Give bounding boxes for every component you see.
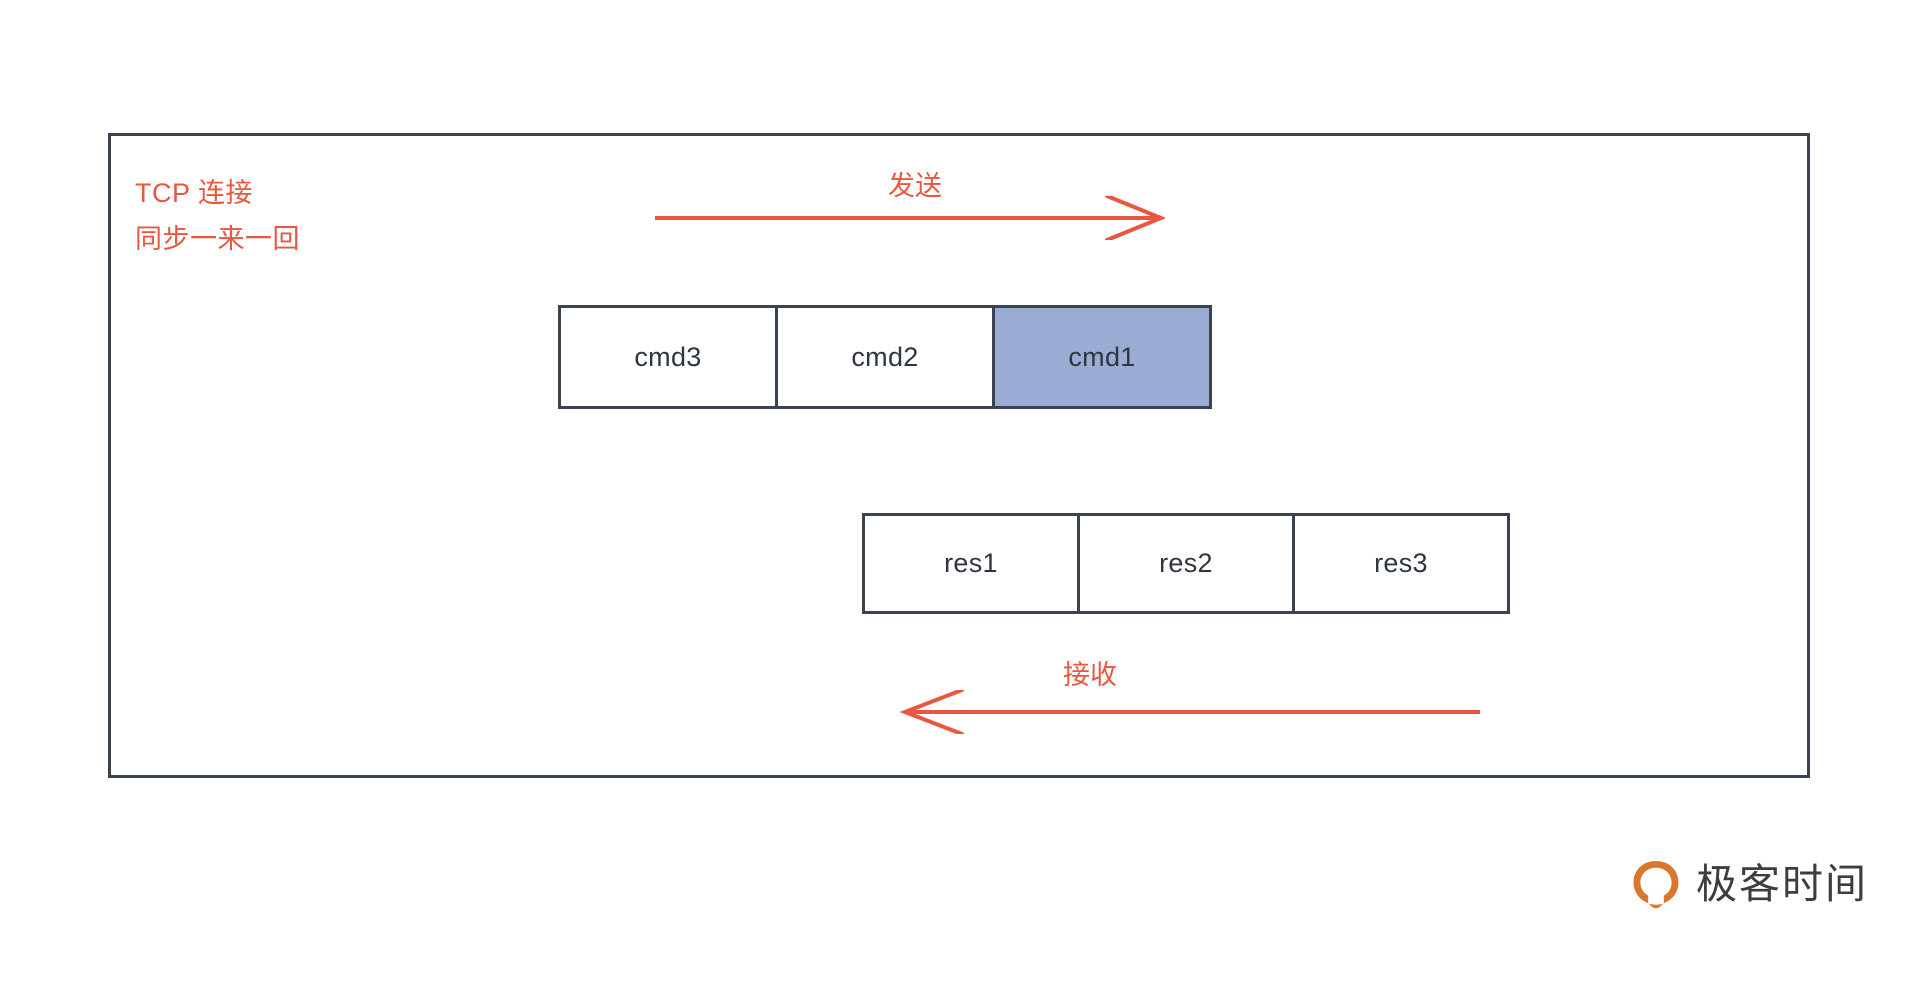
brand-name: 极客时间 [1696, 859, 1868, 908]
request-block-cmd1: cmd1 [992, 305, 1212, 409]
request-block-cmd3: cmd3 [558, 305, 778, 409]
response-block-res1: res1 [862, 513, 1080, 614]
connection-caption: TCP 连接 同步一来一回 [135, 170, 300, 262]
request-block-label: cmd2 [851, 341, 919, 372]
send-arrow-icon [655, 196, 1165, 240]
tcp-connection-frame [108, 133, 1810, 778]
request-block-cmd2: cmd2 [775, 305, 995, 409]
caption-line-1: TCP 连接 [135, 178, 254, 208]
receive-label: 接收 [1063, 660, 1117, 690]
response-block-label: res1 [944, 548, 998, 578]
response-block-res3: res3 [1292, 513, 1510, 614]
request-block-label: cmd1 [1068, 341, 1136, 372]
response-block-res2: res2 [1077, 513, 1295, 614]
send-label: 发送 [888, 171, 942, 201]
geektime-logo-icon [1633, 861, 1679, 909]
request-block-label: cmd3 [634, 341, 702, 372]
brand-watermark: 极客时间 [1630, 858, 1868, 910]
receive-arrow-icon [900, 690, 1480, 734]
response-block-row: res1 res2 res3 [862, 513, 1510, 614]
response-block-label: res2 [1159, 548, 1213, 578]
response-block-label: res3 [1374, 548, 1428, 578]
request-block-row: cmd3 cmd2 cmd1 [558, 305, 1212, 409]
caption-line-2: 同步一来一回 [135, 224, 300, 254]
